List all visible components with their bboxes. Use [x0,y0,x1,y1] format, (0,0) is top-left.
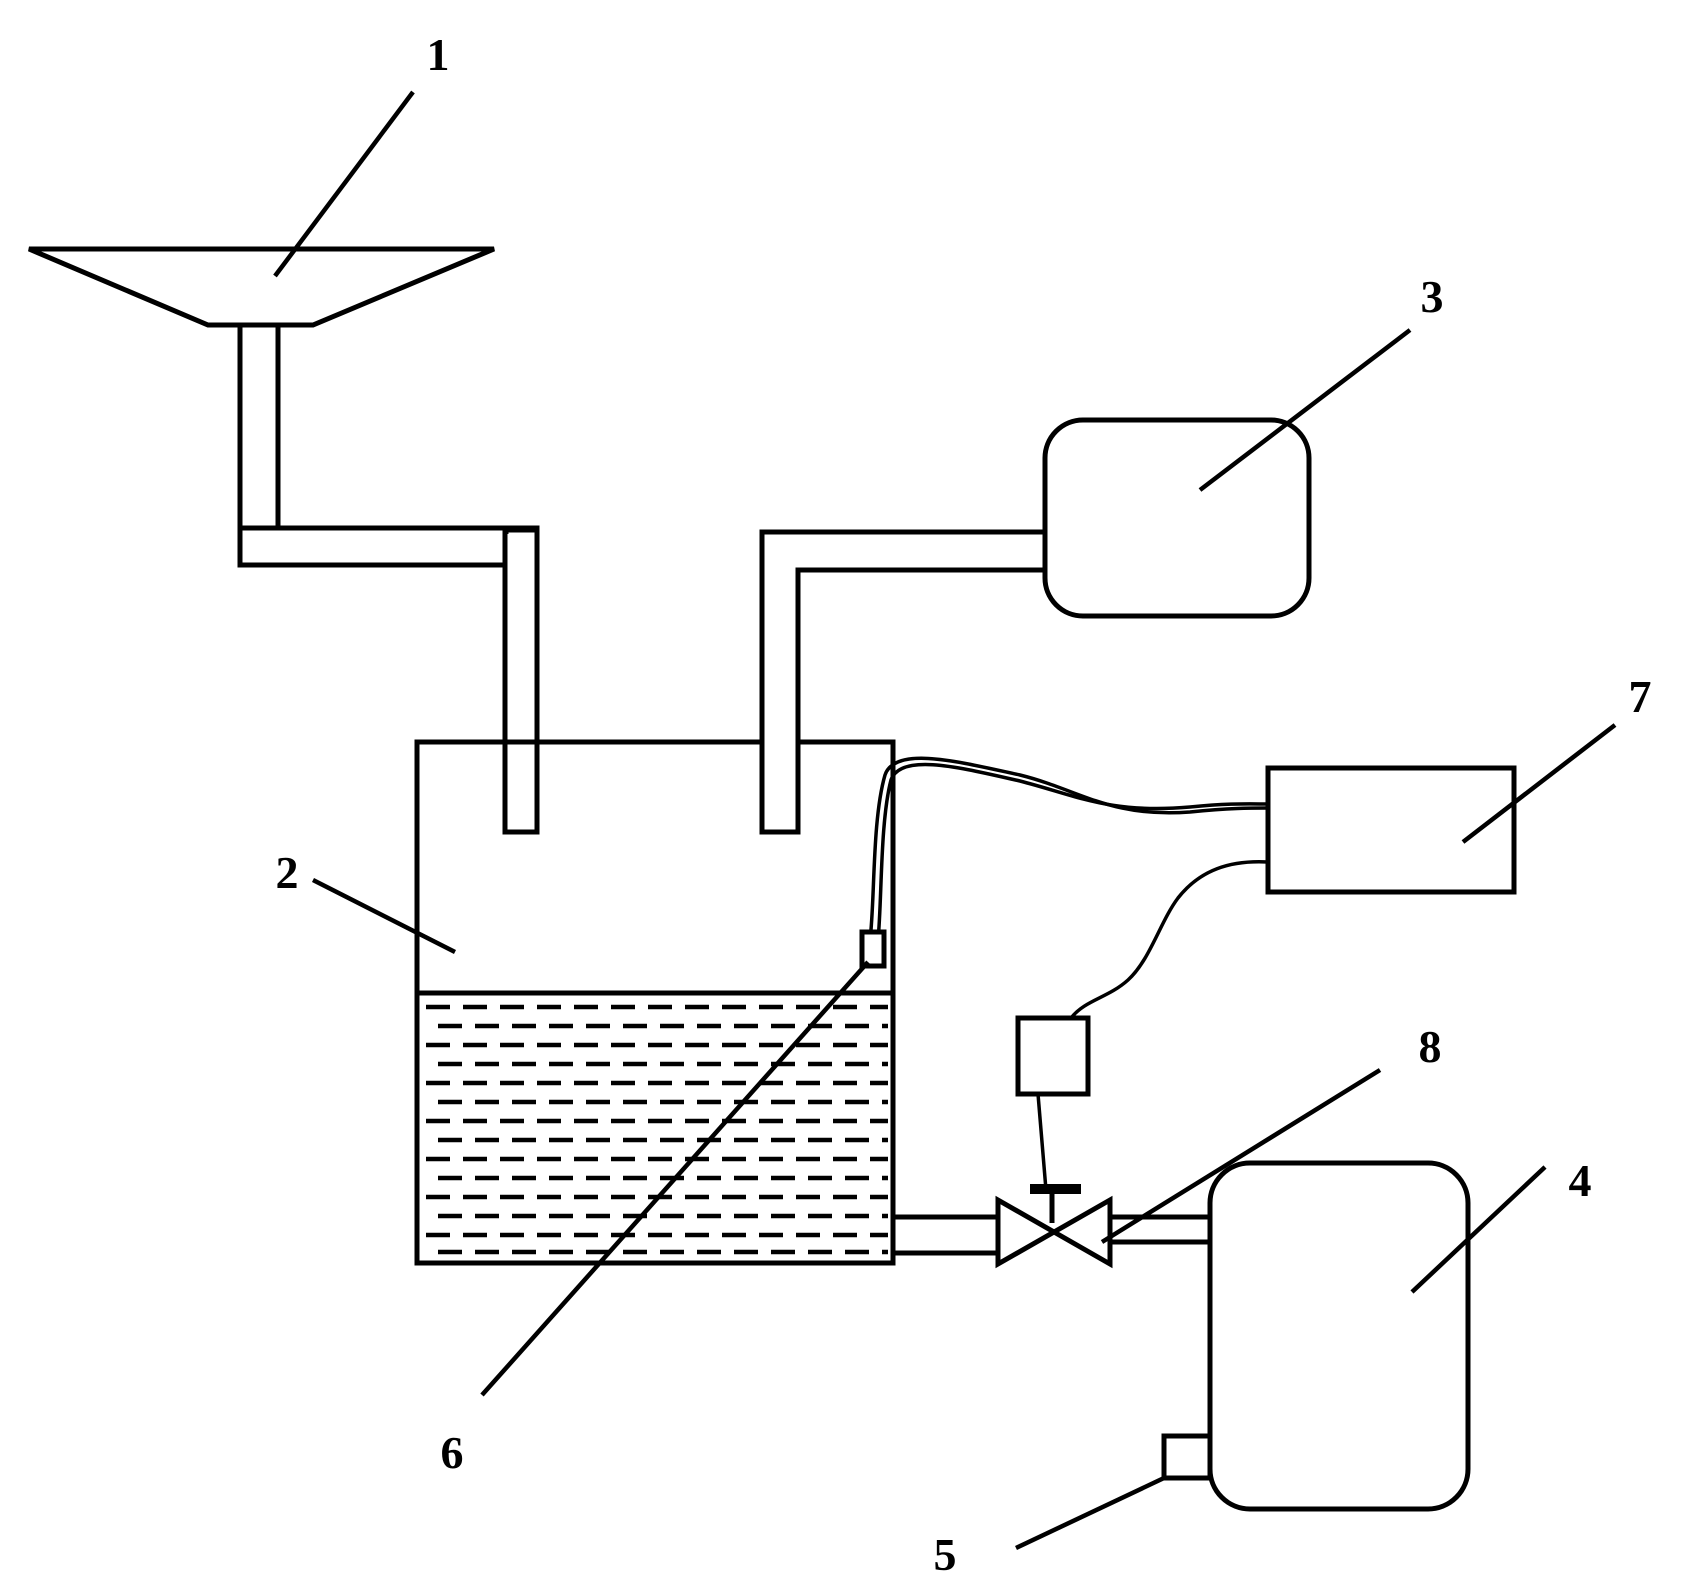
label-5: 5 [934,1529,957,1580]
valve-actuator [1015,1015,1091,1223]
funnel-pipe [237,325,540,835]
outlet-pipe [893,1214,998,1256]
label-7: 7 [1629,671,1652,722]
valve-to-box-pipe [1110,1214,1210,1245]
upper-box [1042,417,1312,619]
label-1: 1 [427,29,450,80]
small-box-bottom [1161,1433,1213,1481]
sensor [859,929,887,969]
funnel [28,246,495,328]
leader-line-5 [1015,1475,1165,1551]
controller-box [1265,765,1517,895]
leader-line-1 [273,90,415,278]
leader-line-4 [1410,1165,1547,1294]
valve [995,1195,1113,1269]
leader-line-8 [1100,1068,1382,1244]
label-2: 2 [276,847,299,898]
tank [414,739,896,1266]
lower-box [1207,1160,1471,1512]
controller-wires [868,756,1269,1020]
part-labels: 1 2 3 4 5 6 7 8 [276,29,1652,1580]
label-6: 6 [441,1427,464,1478]
upper-box-pipe [759,529,1048,835]
label-4: 4 [1569,1155,1592,1206]
leader-line-2 [311,877,457,955]
label-3: 3 [1421,271,1444,322]
leader-line-7 [1461,723,1617,844]
leader-line-3 [1198,328,1412,492]
label-8: 8 [1419,1021,1442,1072]
tank-liquid [426,1004,888,1255]
leader-lines [273,90,1617,1551]
leader-line-6 [480,960,870,1397]
